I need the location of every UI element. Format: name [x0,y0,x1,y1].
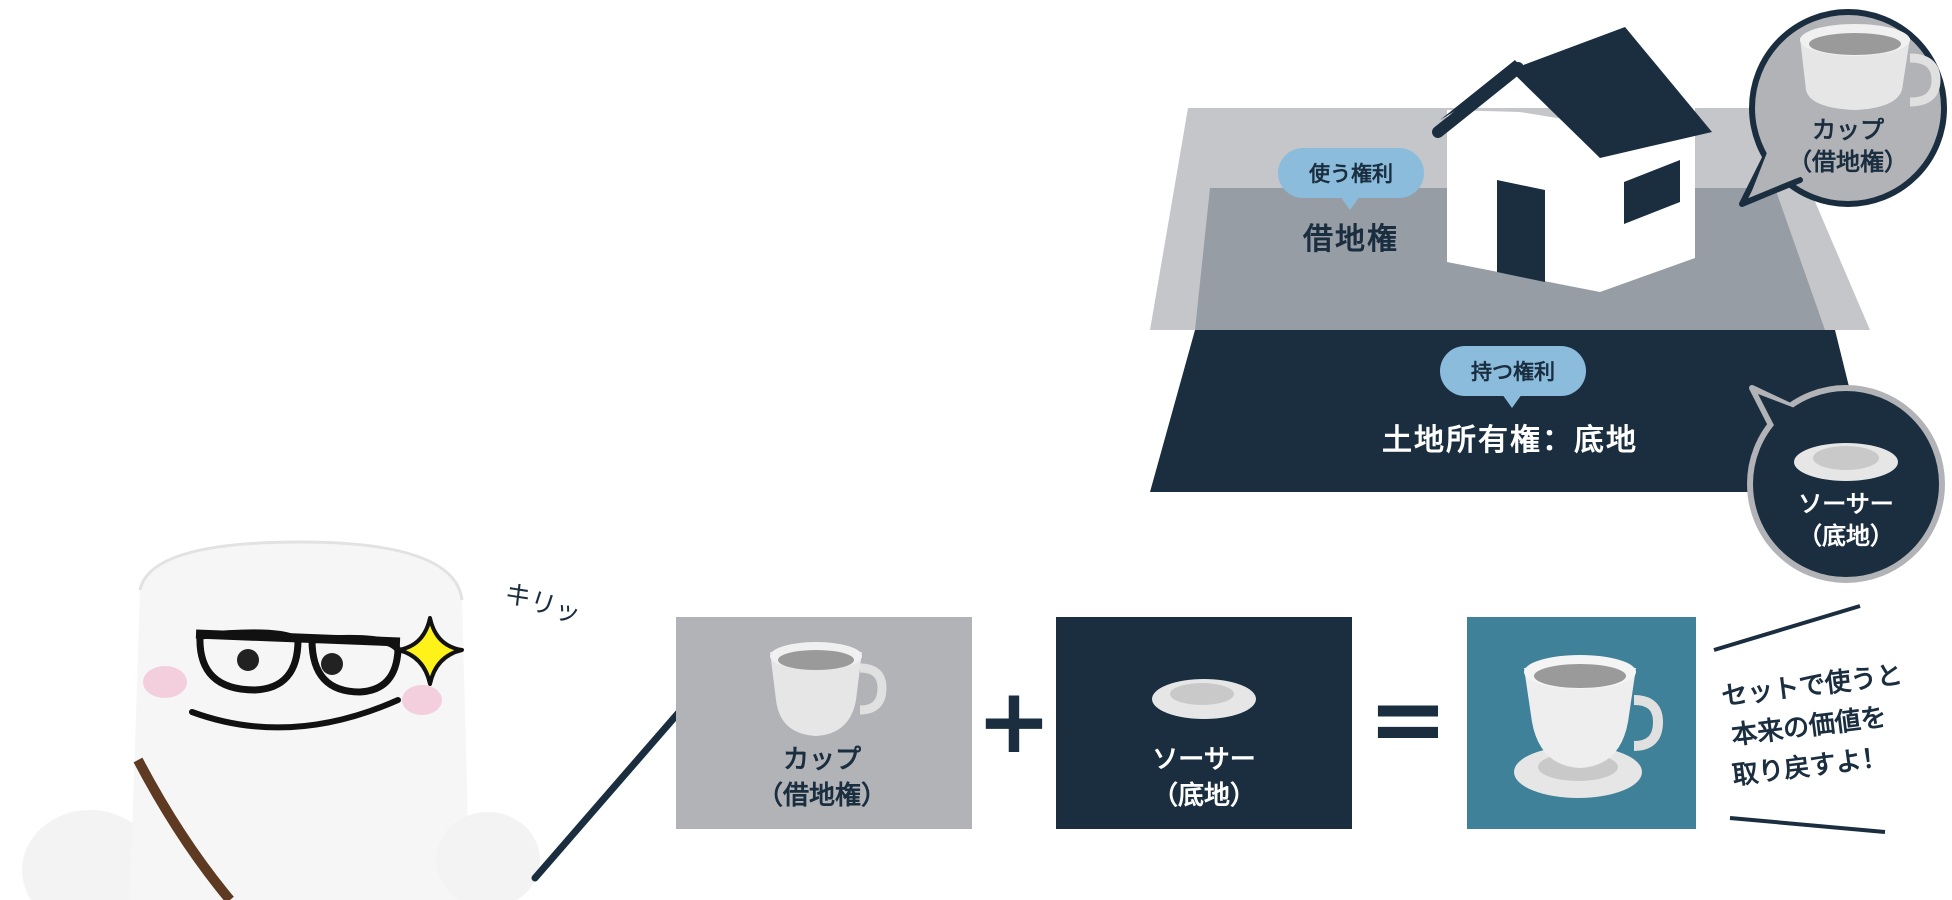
sparkle-icon [396,616,464,686]
cup-box-line2: （借地権） [757,780,887,811]
result-caption-line3: 取り戻すよ！ [1731,743,1890,792]
land-ownership-layer [1150,330,1875,492]
cup-callout-line2: （借地権） [1788,148,1908,176]
own-right-bubble-text: 持つ権利 [1471,360,1555,384]
saucer-box-icon [1152,679,1256,719]
caption-bottom-line [1729,816,1886,834]
equation-row: カップ （借地権） + ソーサー （底地） = セットで使うと 本来の価値を [676,604,1904,834]
saucer-callout-line1: ソーサー [1798,490,1894,518]
saucer-icon [1794,443,1898,481]
land-diagram: 使う権利 借地権 持つ権利 土地所有権：底地 [1150,27,1875,492]
leasehold-label: 借地権 [1302,222,1399,257]
result-caption-line2: 本来の価値を [1730,702,1889,751]
plus-sign: + [976,669,1051,774]
use-right-bubble-text: 使う権利 [1308,162,1393,186]
cup-icon [1800,24,1941,110]
use-right-bubble: 使う権利 [1278,148,1424,210]
equals-sign: = [1368,663,1448,775]
sfx-text: キリッ [501,578,584,631]
cup-and-saucer-icon [1514,655,1664,798]
cup-box-line1: カップ [783,745,862,775]
cup-callout-line1: カップ [1812,116,1885,144]
cup-box-icon [770,642,887,736]
own-right-bubble: 持つ権利 [1440,346,1586,408]
glasses-icon [195,629,402,696]
pointer-stick [531,684,704,882]
house-icon [1432,27,1712,292]
saucer-box-line1: ソーサー [1152,745,1255,775]
saucer-callout-line2: （底地） [1798,522,1894,550]
saucer-callout: ソーサー （底地） [1747,385,1945,583]
land-ownership-label: 土地所有権：底地 [1382,423,1638,458]
marshmallow-character: キリッ [22,540,704,900]
saucer-box-line2: （底地） [1152,780,1256,811]
cup-callout: カップ （借地権） [1739,9,1947,207]
caption-top-line [1713,604,1861,652]
saucer-box [1056,617,1352,829]
